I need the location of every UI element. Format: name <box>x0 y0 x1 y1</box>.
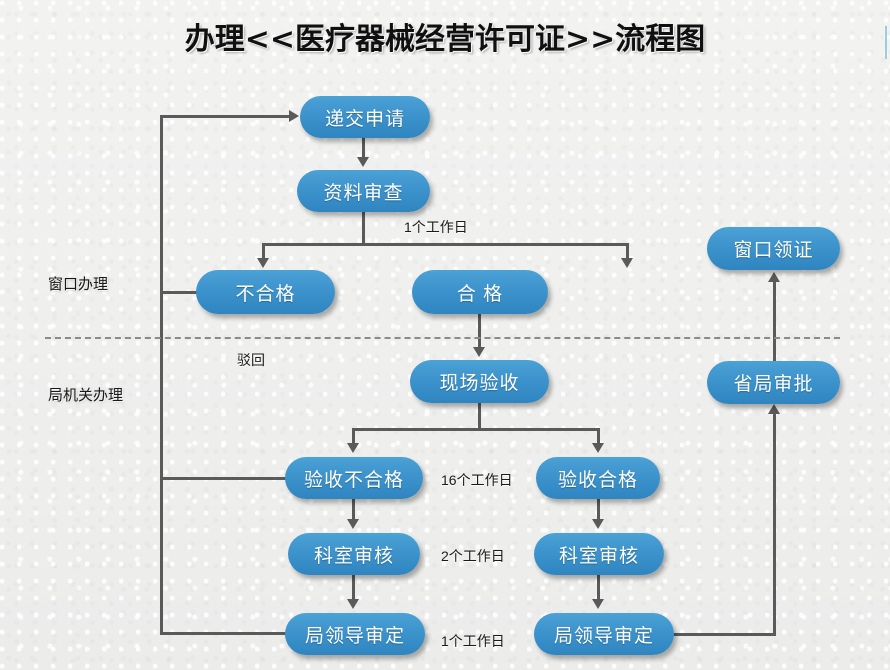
connector-right-return-vertical <box>773 412 776 635</box>
caption-workday-1-top: 1个工作日 <box>404 219 468 235</box>
node-provincial-approval[interactable]: 省局审批 <box>707 361 840 404</box>
connector-bureau-decision-right-out <box>671 633 776 636</box>
side-label-window-handling: 窗口办理 <box>48 276 109 293</box>
connector-qualified-to-site-inspection <box>478 314 481 350</box>
node-inspect-fail[interactable]: 验收不合格 <box>285 457 423 499</box>
connector-feedback-top-horizontal <box>160 115 292 118</box>
arrowhead-to-bureau-decision-left <box>347 599 359 609</box>
arrowhead-to-submit-application <box>289 110 299 122</box>
arrowhead-to-provincial-approval <box>768 404 780 414</box>
connector-trunk-to-inspect-fail <box>160 477 290 480</box>
node-bureau-decision-right[interactable]: 局领导审定 <box>534 613 674 655</box>
arrowhead-to-qualified <box>621 258 633 268</box>
arrowhead-to-window-collect <box>768 272 780 282</box>
connector-split-left-drop <box>262 243 265 261</box>
node-qualified[interactable]: 合 格 <box>412 270 548 314</box>
page-title: 办理<<医疗器械经营许可证>>流程图 <box>184 22 706 57</box>
arrowhead-to-not-qualified <box>257 258 269 268</box>
connector-inspection-split-left-drop <box>352 428 355 444</box>
node-submit-application[interactable]: 递交申请 <box>300 96 430 138</box>
connector-inspect-fail-to-dept-review <box>352 499 355 521</box>
node-document-review[interactable]: 资料审查 <box>297 170 430 212</box>
right-edge-sliver <box>885 26 887 59</box>
arrowhead-to-dept-review-right <box>592 519 604 529</box>
connector-inspection-split-bar <box>352 428 600 431</box>
arrowhead-to-document-review <box>357 157 369 167</box>
connector-submit-to-document-review <box>362 138 365 160</box>
node-dept-review-right[interactable]: 科室审核 <box>534 533 664 575</box>
caption-workday-2: 2个工作日 <box>441 548 505 564</box>
node-bureau-decision-left[interactable]: 局领导审定 <box>285 613 425 655</box>
caption-workday-1-bottom: 1个工作日 <box>441 633 505 649</box>
caption-workday-16: 16个工作日 <box>441 472 513 488</box>
section-divider <box>45 337 840 339</box>
connector-site-inspection-down <box>478 403 481 430</box>
node-site-inspection[interactable]: 现场验收 <box>410 360 549 403</box>
arrowhead-to-site-inspection <box>473 347 485 357</box>
node-not-qualified[interactable]: 不合格 <box>196 270 335 314</box>
node-dept-review-left[interactable]: 科室审核 <box>288 533 420 575</box>
connector-feedback-trunk-vertical <box>160 115 163 634</box>
node-window-collect[interactable]: 窗口领证 <box>707 227 840 270</box>
connector-dept-review-to-bureau-decision-left <box>352 575 355 600</box>
connector-trunk-to-not-qualified <box>160 291 200 294</box>
connector-inspect-pass-to-dept-review <box>597 499 600 521</box>
connector-split-right-drop <box>626 243 629 261</box>
connector-trunk-to-bureau-decision-left <box>160 632 290 635</box>
side-label-bureau-handling: 局机关办理 <box>48 387 124 404</box>
arrowhead-to-dept-review-left <box>347 519 359 529</box>
caption-rejected: 驳回 <box>237 352 265 368</box>
arrowhead-to-bureau-decision-right <box>592 599 604 609</box>
arrowhead-to-inspect-fail <box>347 443 359 453</box>
node-inspect-pass[interactable]: 验收合格 <box>536 457 660 499</box>
arrowhead-to-inspect-pass <box>592 443 604 453</box>
connector-provincial-to-window-collect <box>773 281 776 362</box>
connector-review-split-bar <box>262 243 629 246</box>
connector-inspection-split-right-drop <box>597 428 600 444</box>
connector-dept-review-to-bureau-decision-right <box>597 575 600 600</box>
connector-document-review-down <box>362 212 365 245</box>
